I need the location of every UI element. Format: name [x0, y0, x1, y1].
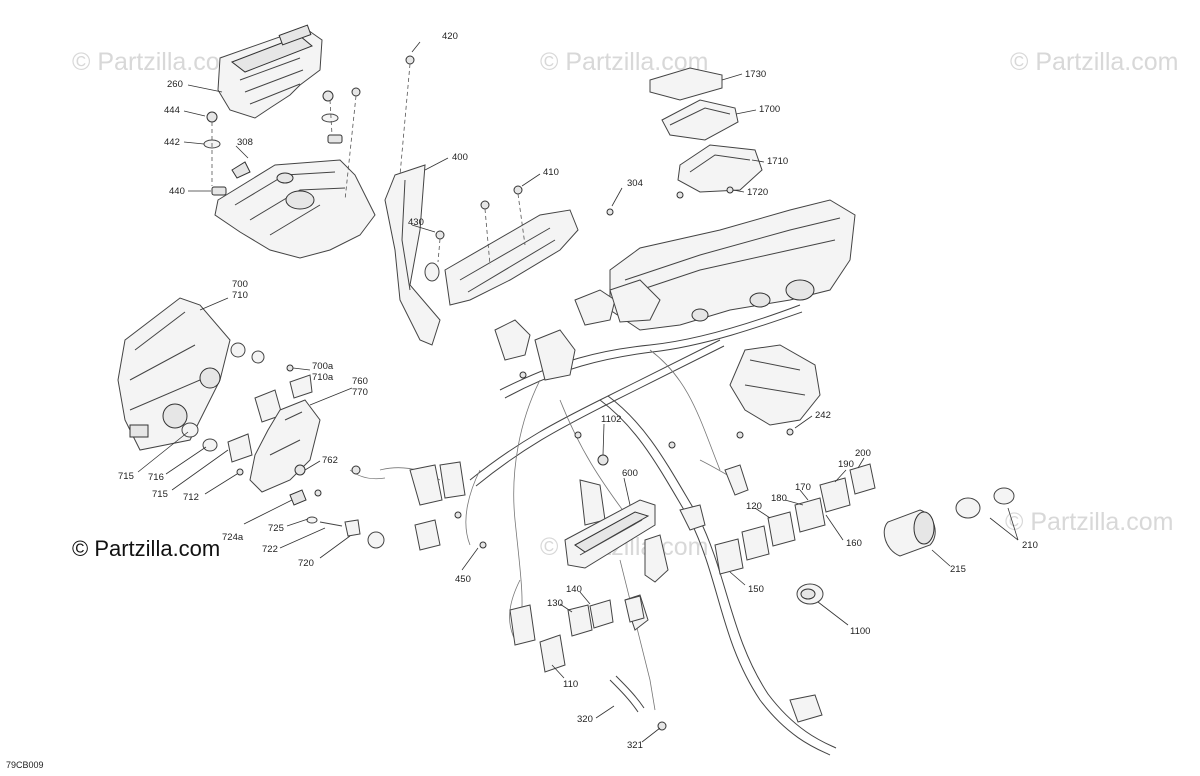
callout-140: 140 — [566, 584, 582, 595]
callout-724a: 724a — [222, 532, 244, 543]
gauge-housing-700 — [117, 297, 231, 451]
watermark: © Partzilla.com — [1010, 48, 1178, 76]
watermark: © Partzilla.com — [1005, 508, 1173, 536]
callout-444: 444 — [164, 105, 180, 116]
callout-304: 304 — [627, 178, 643, 189]
callout-715: 715 — [118, 471, 134, 482]
front-fascia-housing — [609, 199, 856, 331]
switch-row — [714, 463, 876, 575]
callout-762: 762 — [322, 455, 338, 466]
callout-420: 420 — [442, 31, 458, 42]
callout-710a: 710a — [312, 372, 334, 383]
ecm-module-600 — [564, 499, 656, 569]
harness-connectors — [367, 279, 823, 723]
mounting-strap-400 — [384, 55, 441, 346]
fuse-box-cover-260 — [217, 24, 323, 119]
callout-160: 160 — [846, 538, 862, 549]
callout-200: 200 — [855, 448, 871, 459]
callout-242: 242 — [815, 410, 831, 421]
grommet-430 — [424, 230, 445, 282]
callout-440: 440 — [169, 186, 185, 197]
callout-430: 430 — [408, 217, 424, 228]
callout-700a: 700a — [312, 361, 334, 372]
callout-190: 190 — [838, 459, 854, 470]
callout-210: 210 — [1022, 540, 1038, 551]
callout-700: 700 — [232, 279, 248, 290]
callout-170: 170 — [795, 482, 811, 493]
callout-712: 712 — [183, 492, 199, 503]
callout-1720: 1720 — [747, 187, 768, 198]
callout-215: 215 — [950, 564, 966, 575]
callout-320: 320 — [577, 714, 593, 725]
callout-321: 321 — [627, 740, 643, 751]
callout-725: 725 — [268, 523, 284, 534]
connectors-110-140 — [539, 595, 645, 673]
callout-760: 760 — [352, 376, 368, 387]
callout-308: 308 — [237, 137, 253, 148]
watermark: © Partzilla.com — [72, 48, 240, 76]
cap-215 — [883, 509, 936, 557]
callout-120: 120 — [746, 501, 762, 512]
adjuster-screw-720 — [289, 465, 386, 537]
callout-450: 450 — [455, 574, 471, 585]
fuse-box-bracket-440 — [214, 159, 376, 259]
callout-260: 260 — [167, 79, 183, 90]
callout-1710: 1710 — [767, 156, 788, 167]
callout-1100: 1100 — [850, 626, 870, 637]
callout-labels: 420 260 444 442 308 440 400 410 430 304 … — [118, 31, 1038, 751]
harness-pigtail-320 — [609, 675, 667, 731]
callout-410: 410 — [543, 167, 559, 178]
callout-770: 770 — [352, 387, 368, 398]
callout-1102: 1102 — [601, 414, 621, 425]
support-plate-410 — [444, 185, 579, 306]
callout-180: 180 — [771, 493, 787, 504]
callout-720: 720 — [298, 558, 314, 569]
callout-716: 716 — [148, 472, 164, 483]
bracket-242 — [729, 344, 821, 439]
callout-715: 715 — [152, 489, 168, 500]
callout-722: 722 — [262, 544, 278, 555]
callout-442: 442 — [164, 137, 180, 148]
fastener-group-left — [203, 87, 361, 201]
callout-400: 400 — [452, 152, 468, 163]
callout-600: 600 — [622, 468, 638, 479]
callout-710: 710 — [232, 290, 248, 301]
drawing-reference: 79CB009 — [6, 760, 44, 770]
light-bracket-760 — [249, 399, 321, 493]
callout-150: 150 — [748, 584, 764, 595]
callout-110: 110 — [563, 679, 578, 690]
brand-watermark: © Partzilla.com — [72, 536, 220, 561]
socket-1100 — [796, 583, 824, 605]
socket-210 — [955, 487, 1015, 519]
callout-130: 130 — [547, 598, 563, 609]
module-stack-1700 — [606, 67, 763, 216]
callout-1700: 1700 — [759, 104, 780, 115]
callout-1730: 1730 — [745, 69, 766, 80]
